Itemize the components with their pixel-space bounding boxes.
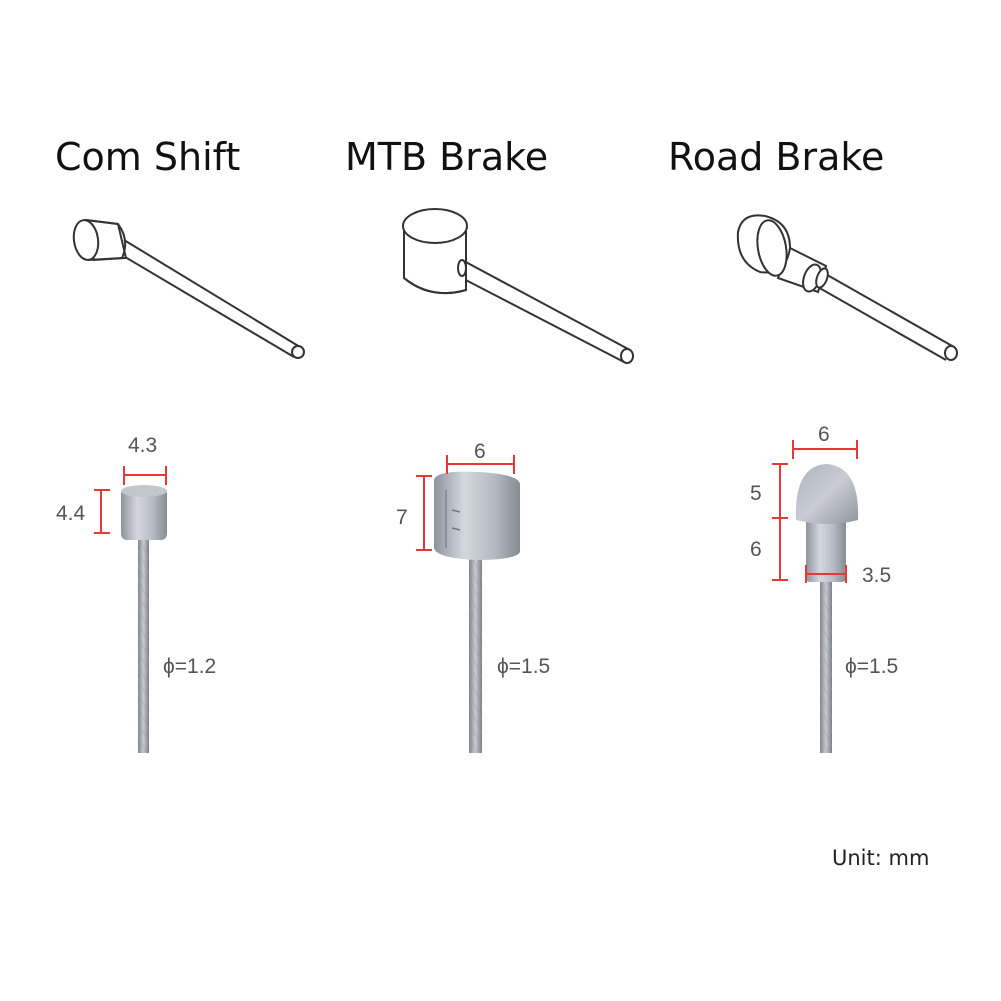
com-shift-photo [121, 485, 167, 753]
com-shift-diameter-label: ϕ=1.2 [163, 655, 216, 678]
road-brake-head-height-label: 5 [750, 482, 762, 505]
com-shift-height-label: 4.4 [56, 502, 86, 525]
road-brake-diameter-label: ϕ=1.5 [845, 655, 898, 678]
road-brake-head-width-label: 6 [818, 423, 830, 446]
mtb-brake-photo [434, 471, 520, 753]
road-brake-neck-width-label: 3.5 [862, 564, 891, 587]
mtb-brake-diameter-label: ϕ=1.5 [497, 655, 550, 678]
title-mtb-brake: MTB Brake [345, 135, 548, 179]
mtb-brake-width-label: 6 [474, 440, 486, 463]
road-brake-line-drawing [736, 214, 958, 361]
title-com-shift: Com Shift [55, 135, 240, 179]
com-shift-width-label: 4.3 [128, 434, 157, 457]
com-shift-line-drawing [72, 218, 305, 359]
road-brake-photo [795, 464, 859, 753]
mtb-brake-line-drawing [402, 208, 634, 364]
unit-label: Unit: mm [832, 846, 929, 870]
dimension-lines [94, 440, 858, 583]
mtb-brake-height-label: 7 [396, 506, 408, 529]
road-brake-neck-height-label: 6 [750, 538, 762, 561]
title-road-brake: Road Brake [668, 135, 884, 179]
